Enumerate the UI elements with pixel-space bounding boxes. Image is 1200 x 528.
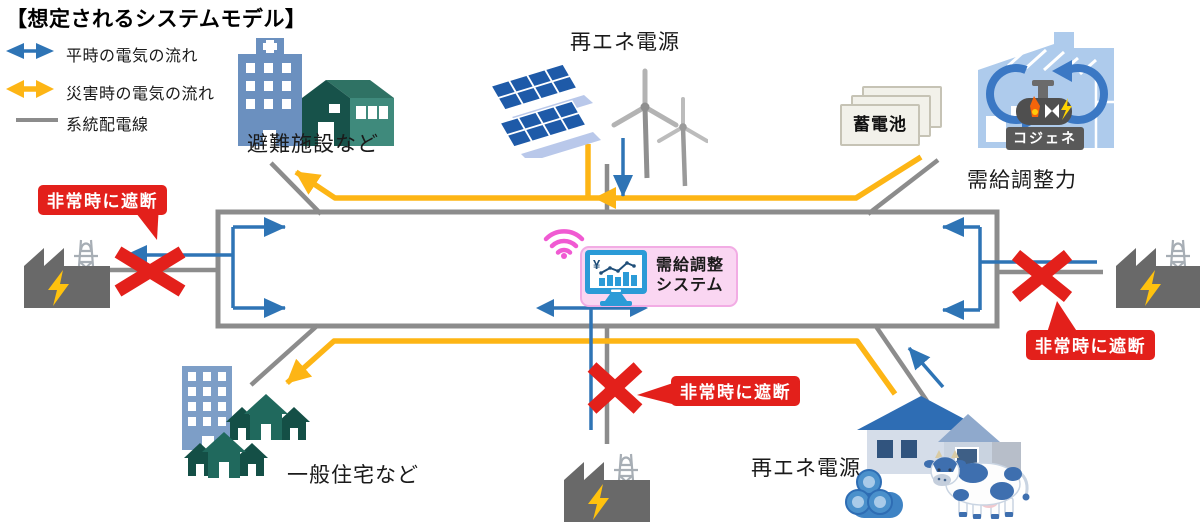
disaster-flow-lines <box>6 80 923 396</box>
battery-cell <box>840 104 920 146</box>
legend-disaster-arrowhead-right <box>36 80 54 98</box>
legend-grid-line-label: 系統配電線 <box>66 117 149 134</box>
factory-icon-left <box>24 239 110 308</box>
emergency-cutoff-callout-right: 非常時に遮断 <box>1026 330 1155 360</box>
wind-turbine-icon <box>611 68 708 187</box>
farm-renewable-icon <box>845 396 1030 519</box>
factory-icon-right <box>1116 239 1200 308</box>
evacuation-facility-icon <box>238 38 394 146</box>
monitor-currency-symbol: ¥ <box>593 257 601 272</box>
system-name-line2: システム <box>656 277 724 294</box>
disaster-flow-bottom <box>285 338 898 396</box>
grid-line-cogen <box>866 158 940 216</box>
cutoff-x-left <box>114 246 186 297</box>
emergency-cutoff-callout-bottom: 非常時に遮断 <box>671 376 800 406</box>
evacuation-label: 避難施設など <box>247 133 379 156</box>
monitor-chart-icon: ¥ <box>585 250 647 306</box>
cutoff-x-bottom <box>587 362 643 414</box>
legend-normal-arrowhead-right <box>36 43 54 59</box>
battery-icon: 蓄電池 <box>840 86 946 154</box>
renewable-bottom-label: 再エネ電源 <box>751 457 861 480</box>
legend-normal-arrowhead-left <box>6 43 24 59</box>
legend-disaster-arrowhead-left <box>6 80 24 98</box>
cow-icon <box>924 450 1030 519</box>
center-arrowhead-left <box>536 299 554 317</box>
grid-line-farm <box>873 323 929 403</box>
factory-icon-bottom <box>564 453 650 522</box>
cutoff-x-right <box>1011 249 1073 303</box>
wifi-icon <box>543 229 585 259</box>
battery-label: 蓄電池 <box>853 115 907 134</box>
callout-tail-bottom <box>637 382 676 405</box>
grid-distribution-lines <box>16 118 1103 444</box>
normal-flow-from-farm <box>907 346 945 389</box>
legend-normal-flow-label: 平時の電気の流れ <box>66 48 199 65</box>
grid-line-evacuation <box>269 161 323 216</box>
cogen-badge: コジェネ <box>1006 127 1084 150</box>
legend-disaster-flow-label: 災害時の電気の流れ <box>66 86 215 103</box>
disaster-flow-mid-arrowhead <box>594 187 616 209</box>
diagram-title: 【想定されるシステムモデル】 <box>6 8 307 31</box>
solar-panel-icon <box>489 63 601 158</box>
callout-tail-right <box>1046 301 1080 336</box>
adjustment-capacity-label: 需給調整力 <box>967 169 1077 192</box>
housing-icon <box>182 366 310 478</box>
housing-label: 一般住宅など <box>287 464 419 487</box>
emergency-cutoff-callout-left: 非常時に遮断 <box>38 185 167 215</box>
system-name: 需給調整 システム <box>656 256 724 296</box>
cutoff-marks <box>114 246 1073 414</box>
renewable-top-label: 再エネ電源 <box>570 31 680 54</box>
system-name-line1: 需給調整 <box>656 257 725 274</box>
cogeneration-plant-icon <box>978 32 1114 148</box>
grid-line-housing <box>249 323 320 387</box>
